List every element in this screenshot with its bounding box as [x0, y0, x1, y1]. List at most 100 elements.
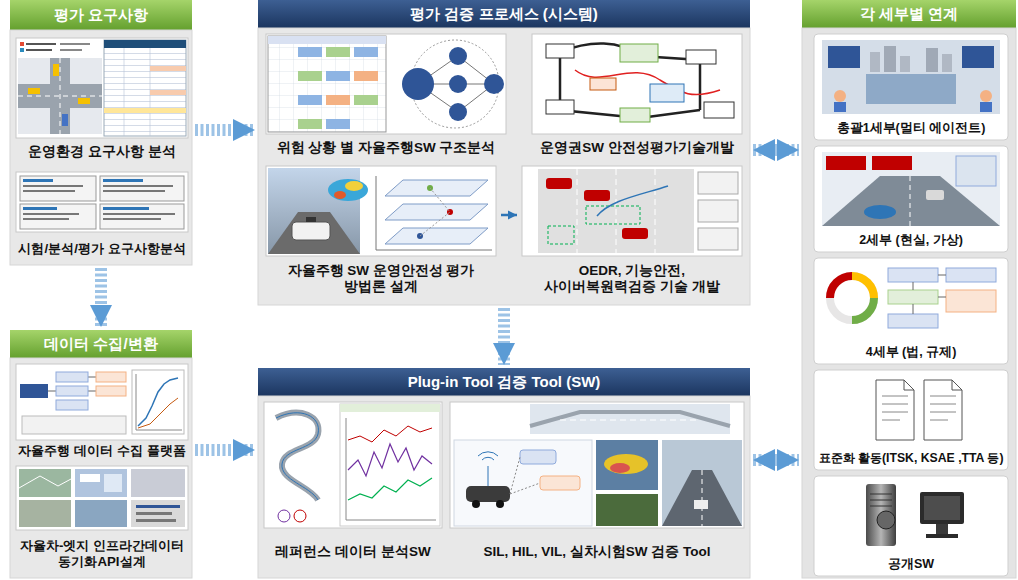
server-computer-icons: [877, 511, 895, 529]
law-regulation-figure: [830, 276, 874, 320]
test-requirement-figure: [103, 218, 161, 220]
safety-eval-figure: [650, 84, 684, 102]
sync-api-figure: [136, 505, 180, 508]
requirement-figure: [16, 38, 188, 138]
test-requirement-figure: [23, 207, 57, 210]
section-panel: 각 세부별 연계총괄1세부(멀티 에이전트)2세부 (현실, 가상)4세부 (법…: [802, 0, 1016, 578]
test-requirement-figure: [103, 185, 173, 187]
test-requirement-figure: [20, 176, 96, 201]
test-requirement-figure: [23, 179, 53, 182]
risk-structure-figure: [449, 103, 467, 121]
image-caption: 2세부 (현실, 가상): [814, 228, 1008, 252]
law-regulation-figure: [946, 268, 996, 282]
sil-hil-figure: [530, 412, 730, 426]
data-platform-figure: [56, 400, 88, 410]
image-tile: SIL, HIL, VIL, 실차시험SW 검증 Tool: [448, 400, 746, 574]
link-item-box: 4세부 (법, 규제): [814, 258, 1008, 364]
requirement-figure: [150, 66, 186, 71]
sync-api-figure: [19, 469, 71, 497]
data-platform-figure: [96, 372, 126, 382]
document-icons: [930, 396, 956, 420]
document-icons: [882, 396, 908, 420]
method-design-figure: [328, 179, 368, 201]
law-regulation-figure: [822, 264, 1000, 338]
test-requirement-figure: [16, 172, 188, 232]
requirement-figure: [60, 49, 82, 51]
oedr-figure: [622, 228, 648, 239]
safety-eval-figure: [575, 70, 720, 95]
requirement-figure: [104, 40, 186, 48]
requirement-figure: [28, 88, 40, 94]
safety-eval-figure: [704, 102, 734, 118]
oedr-figure: [522, 166, 742, 256]
image-caption: 표준화 활동(ITSK, KSAE ,TTA 등): [814, 446, 1008, 470]
oedr-figure: [655, 169, 656, 253]
sil-hil-figure: [702, 470, 703, 526]
flow-arrow: [753, 144, 799, 156]
image-caption: 총괄1세부(멀티 에이전트): [814, 116, 1008, 140]
sync-api-figure: [16, 466, 188, 530]
oedr-figure: [698, 228, 738, 250]
link-item-box: 2세부 (현실, 가상): [814, 146, 1008, 252]
reference-data-figure: [346, 418, 436, 520]
multi-agent-figure: [900, 56, 910, 72]
image-tile: 레퍼런스 데이터 분석SW: [262, 400, 444, 574]
safety-eval-figure: [546, 100, 574, 114]
reference-data-figure: [276, 413, 318, 500]
flow-arrow: [501, 214, 517, 217]
risk-structure-figure: [354, 71, 378, 81]
panel-backgrounds: [814, 258, 1008, 364]
data-platform-figure: [132, 370, 184, 434]
image-tile: 위험 상황 별 자율주행SW 구조분석: [264, 32, 508, 160]
safety-eval-figure: [686, 50, 716, 64]
safety-eval-figure: [532, 34, 742, 134]
multi-agent-figure: [884, 46, 896, 72]
safety-eval-figure: [546, 44, 574, 58]
server-computer-icons: [924, 496, 960, 520]
multi-agent-figure: [926, 48, 938, 72]
sync-api-figure: [104, 474, 122, 492]
law-regulation-figure: [822, 264, 1000, 338]
panel-backgrounds: [802, 0, 1016, 28]
data-platform-figure: [20, 384, 48, 398]
risk-structure-figure: [298, 47, 322, 57]
risk-structure-figure: [354, 95, 378, 105]
test-requirement-figure: [103, 190, 165, 192]
test-requirement-figure: [103, 207, 149, 210]
panel-backgrounds: [10, 358, 192, 578]
sil-hil-figure: [596, 494, 658, 526]
panel-backgrounds: [814, 476, 1008, 576]
data-platform-figure: [96, 386, 126, 396]
multi-agent-figure: [980, 102, 992, 112]
oedr-figure: [586, 206, 640, 224]
flow-arrow: [753, 454, 799, 466]
test-requirement-figure: [23, 185, 83, 187]
oedr-figure: [616, 169, 617, 253]
panel-backgrounds: [258, 368, 750, 396]
multi-agent-figure: [870, 52, 880, 72]
real-virtual-figure: [872, 156, 912, 170]
safety-eval-figure: [590, 78, 616, 90]
server-computer-icons: [870, 494, 892, 506]
image-tile: 운영환경 요구사항 분석: [14, 36, 190, 164]
panel-title: 평가 검증 프로세스 (시스템): [258, 0, 750, 28]
requirement-figure: [60, 43, 90, 45]
method-design-figure: [345, 181, 363, 191]
sil-hil-figure: [560, 420, 700, 421]
multi-agent-figure: [834, 102, 846, 112]
safety-eval-figure: [620, 44, 658, 62]
data-platform-figure: [16, 364, 188, 440]
image-tile: 운영권SW 안전성평가기술개발: [530, 32, 744, 160]
sync-api-figure: [75, 500, 127, 527]
test-requirement-figure: [103, 213, 175, 215]
requirement-figure: [16, 38, 188, 138]
flow-arrow: [498, 308, 510, 365]
document-icons: [876, 380, 962, 440]
real-virtual-figure: [926, 190, 944, 200]
flow-arrow: [195, 124, 255, 136]
image-tile: 자율주행 SW 운영안전성 평가 방법론 설계: [264, 164, 498, 300]
requirement-figure: [26, 43, 56, 45]
sil-hil-figure: [610, 463, 630, 473]
multi-agent-figure: [866, 74, 956, 104]
panel-title: 데이터 수집/변환: [10, 330, 192, 358]
